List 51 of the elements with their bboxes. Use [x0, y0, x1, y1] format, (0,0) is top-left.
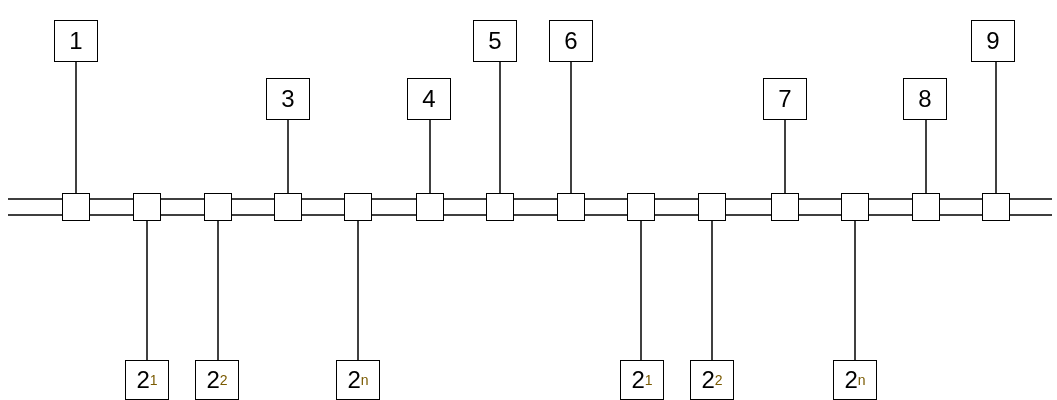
connector-line — [217, 220, 219, 361]
bus-junction-square — [982, 193, 1010, 221]
connector-line — [146, 220, 148, 361]
connector-line — [357, 220, 359, 361]
unit-number-box: 5 — [473, 20, 517, 62]
connector-line — [925, 119, 927, 194]
bus-junction-square — [698, 193, 726, 221]
bus-junction-square — [841, 193, 869, 221]
bus-line — [654, 198, 699, 216]
unit-number-box: 4 — [407, 78, 451, 120]
bus-junction-square — [133, 193, 161, 221]
unit-number-box: 3 — [266, 78, 310, 120]
connector-line — [287, 119, 289, 194]
unit-number-box: 9 — [971, 20, 1015, 62]
unit-number-box: 1 — [54, 20, 98, 62]
bus-line — [1009, 198, 1053, 216]
bus-line — [371, 198, 417, 216]
bus-line — [584, 198, 628, 216]
bus-line — [868, 198, 913, 216]
bus-line — [939, 198, 983, 216]
connector-line — [711, 220, 713, 361]
bus-junction-square — [486, 193, 514, 221]
bus-line — [798, 198, 842, 216]
bus-junction-square — [771, 193, 799, 221]
bus-line — [513, 198, 558, 216]
connector-line — [499, 61, 501, 194]
connector-line — [995, 61, 997, 194]
bus-line — [7, 198, 63, 216]
bus-junction-square — [204, 193, 232, 221]
bus-line — [231, 198, 275, 216]
unit-number-box: 6 — [549, 20, 593, 62]
bus-line — [443, 198, 487, 216]
bus-junction-square — [416, 193, 444, 221]
bus-junction-square — [344, 193, 372, 221]
bus-junction-square — [627, 193, 655, 221]
connector-line — [640, 220, 642, 361]
bus-junction-square — [274, 193, 302, 221]
bus-junction-square — [62, 193, 90, 221]
bus-junction-square — [557, 193, 585, 221]
bus-line — [725, 198, 772, 216]
unit-number-box: 8 — [903, 78, 947, 120]
bus-line — [301, 198, 345, 216]
bus-line — [89, 198, 134, 216]
bus-line — [160, 198, 205, 216]
connector-line — [784, 119, 786, 194]
connector-line — [570, 61, 572, 194]
bus-junction-square — [912, 193, 940, 221]
unit-number-box: 7 — [763, 78, 807, 120]
connector-line — [854, 220, 856, 361]
connector-line — [75, 61, 77, 194]
connector-line — [429, 119, 431, 194]
